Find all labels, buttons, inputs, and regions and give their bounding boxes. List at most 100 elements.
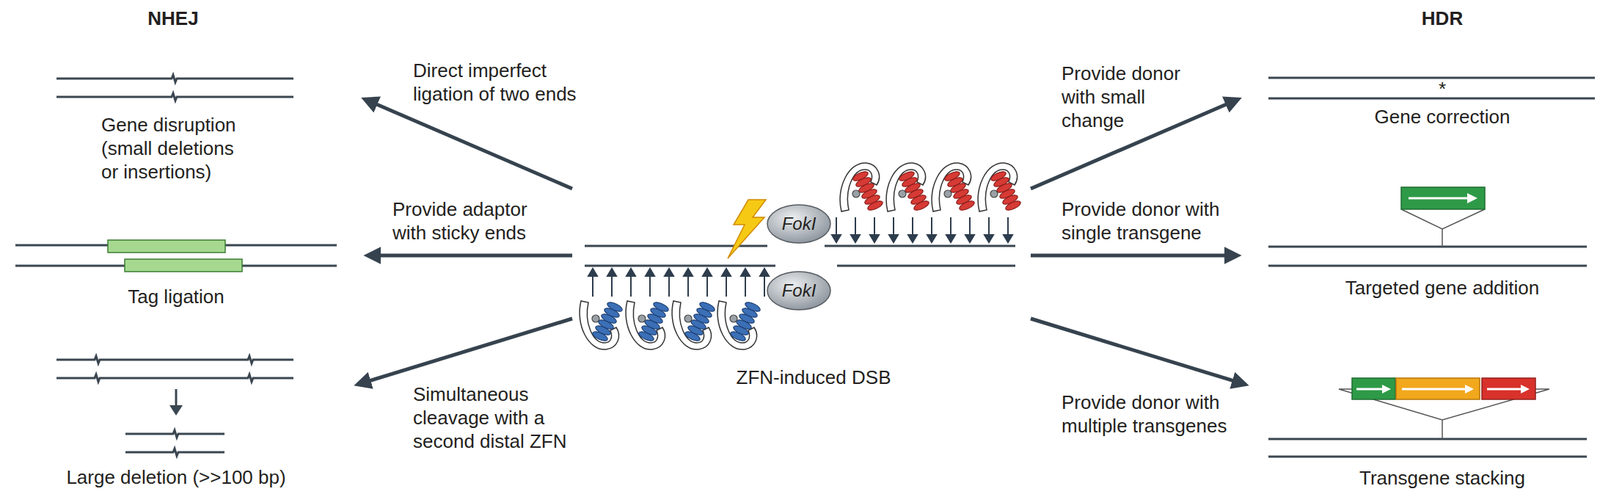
transgene-box bbox=[1481, 377, 1536, 400]
transgene-arrow bbox=[1408, 197, 1469, 200]
node-caption: Targeted gene addition bbox=[1324, 275, 1560, 300]
contact-arrow bbox=[588, 268, 598, 297]
enzyme-shape bbox=[767, 204, 831, 243]
illustration-node: ZFN-induced DSB FokI FokI bbox=[572, 157, 1031, 389]
mutation-mark: * bbox=[1427, 79, 1457, 99]
edge-label: Provide donor with multiple transgenes bbox=[1061, 390, 1238, 438]
contact-arrow bbox=[702, 268, 712, 297]
node-caption: Large deletion (>>100 bp) bbox=[55, 465, 298, 489]
contact-arrow bbox=[946, 217, 956, 243]
enzyme-label: FokI bbox=[782, 213, 817, 235]
outcome-panel: Large deletion (>>100 bp) bbox=[51, 352, 353, 489]
edge-label: Simultaneous cleavage with a second dist… bbox=[413, 382, 575, 453]
cleavage-bolt bbox=[727, 199, 766, 259]
pathway-arrow bbox=[379, 253, 573, 258]
dna-strand bbox=[56, 355, 294, 364]
outcome-panel: Gene disruption (small deletions or inse… bbox=[51, 66, 360, 184]
contact-arrow bbox=[984, 217, 994, 243]
tag-block bbox=[124, 258, 243, 272]
tag-block bbox=[107, 239, 226, 253]
hdr-dna bbox=[1268, 77, 1595, 457]
enzyme-label: FokI bbox=[782, 280, 817, 301]
contact-arrow bbox=[683, 268, 693, 297]
dna-strand bbox=[584, 264, 776, 268]
dna-strand bbox=[824, 245, 1016, 248]
zinc-finger bbox=[931, 162, 976, 213]
zinc-finger bbox=[625, 300, 670, 350]
contact-arrow bbox=[870, 217, 879, 243]
zinc-finger bbox=[839, 162, 884, 213]
pathway-arrow bbox=[369, 318, 573, 381]
nhej-dna bbox=[15, 74, 337, 456]
outcome-panel: Transgene stacking bbox=[1250, 366, 1597, 490]
dna-strand bbox=[125, 429, 225, 438]
transgene-arrowhead bbox=[1382, 384, 1391, 394]
step-arrowhead bbox=[169, 404, 183, 416]
contact-arrow bbox=[626, 268, 636, 297]
pathway-arrow bbox=[1030, 318, 1234, 381]
contact-arrow bbox=[664, 268, 674, 297]
pathway-arrow bbox=[375, 104, 573, 190]
insertion-line bbox=[1401, 209, 1485, 247]
edge-label: Provide donor with single transgene bbox=[1061, 197, 1231, 245]
outcome-panel: Gene correction bbox=[1243, 69, 1597, 129]
section-heading: HDR bbox=[1368, 6, 1516, 31]
transgene-arrowhead bbox=[1467, 192, 1478, 204]
dna-strand bbox=[837, 264, 1016, 268]
zinc-finger bbox=[717, 300, 762, 350]
contact-arrow bbox=[1003, 217, 1013, 243]
transgene-arrowhead bbox=[1465, 384, 1474, 394]
transgene-arrow bbox=[1401, 388, 1467, 391]
contact-arrow bbox=[889, 217, 898, 243]
dna-strand bbox=[125, 448, 225, 456]
enzyme-ellipse: FokI bbox=[766, 270, 832, 311]
transgene-arrow bbox=[1356, 388, 1384, 391]
section-heading: NHEJ bbox=[99, 6, 247, 31]
transgene-box bbox=[1401, 187, 1485, 210]
contact-arrow bbox=[721, 268, 731, 297]
dna-strand bbox=[1268, 437, 1587, 441]
edge-label: Provide adaptor with sticky ends bbox=[392, 197, 540, 245]
outcome-panel: Targeted gene addition bbox=[1243, 183, 1597, 300]
zinc-finger bbox=[579, 300, 624, 350]
insertion-lines bbox=[1338, 209, 1550, 439]
zinc-finger bbox=[977, 162, 1022, 213]
dna-strand bbox=[1268, 77, 1595, 80]
node-caption: Gene correction bbox=[1350, 104, 1534, 129]
dna-strand bbox=[56, 93, 294, 101]
transgene-arrow bbox=[1487, 388, 1523, 391]
outcome-panel: Tag ligation bbox=[11, 233, 362, 309]
node-caption: Gene disruption (small deletions or inse… bbox=[101, 112, 246, 184]
dna-strand bbox=[1268, 455, 1587, 458]
dna-strand bbox=[56, 74, 294, 83]
dna-strand bbox=[1268, 97, 1595, 100]
contact-arrow bbox=[927, 217, 937, 243]
contact-arrow bbox=[645, 268, 655, 297]
transgene-box bbox=[1352, 377, 1396, 400]
edge-label: Direct imperfect ligation of two ends bbox=[413, 58, 586, 106]
transgene-arrowheads bbox=[1382, 384, 1530, 394]
enzyme-shape bbox=[767, 271, 831, 310]
contact-arrow bbox=[831, 217, 841, 243]
contact-arrow bbox=[740, 268, 750, 297]
node-caption: Transgene stacking bbox=[1332, 465, 1553, 490]
node-caption: ZFN-induced DSB bbox=[721, 365, 906, 389]
contact-arrow bbox=[607, 268, 617, 297]
contact-arrow bbox=[965, 217, 975, 243]
dna-strand bbox=[1268, 245, 1587, 248]
pathway-arrow bbox=[1030, 104, 1228, 190]
dna-strand bbox=[56, 374, 294, 382]
enzyme-ellipse: FokI bbox=[766, 203, 832, 244]
contact-arrow bbox=[908, 217, 918, 243]
edge-label: Provide donor with small change bbox=[1061, 61, 1198, 133]
contact-arrow bbox=[850, 217, 860, 243]
transgene-box bbox=[1396, 377, 1480, 400]
zinc-finger bbox=[671, 300, 717, 350]
dna-strands bbox=[584, 245, 1016, 266]
pathway-arrow bbox=[1030, 253, 1226, 258]
transgene-arrowhead bbox=[1520, 384, 1530, 394]
node-caption: Tag ligation bbox=[102, 284, 250, 309]
